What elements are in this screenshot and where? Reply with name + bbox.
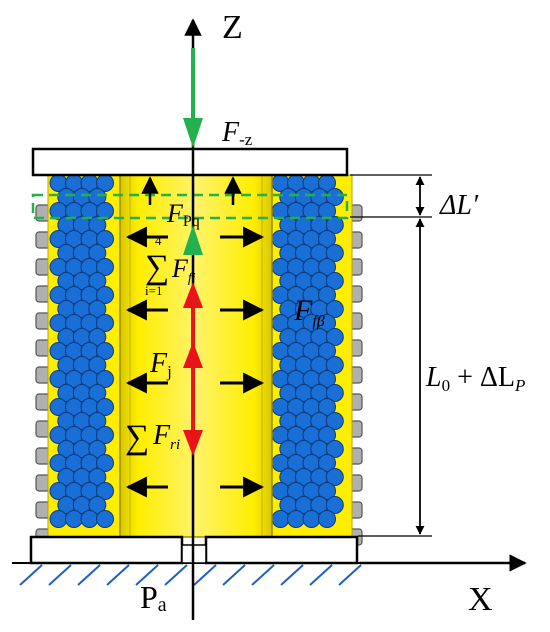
particle xyxy=(96,342,114,360)
particle xyxy=(96,230,114,248)
f-fbeta-label: Ffβ xyxy=(293,294,325,330)
f-ri-label: Fri xyxy=(152,420,180,453)
particle xyxy=(318,454,336,472)
particle xyxy=(65,510,83,528)
radial-pressure-arrows xyxy=(125,226,265,498)
delta-l-prime-label: ΔL′ xyxy=(439,190,479,221)
particle xyxy=(325,216,344,234)
particle xyxy=(318,286,336,304)
particle xyxy=(49,510,68,528)
particle xyxy=(88,244,107,262)
red-arrowhead-up-1 xyxy=(183,282,203,308)
particle xyxy=(325,272,344,290)
length-label: L0 + ΔLP xyxy=(425,362,525,395)
particle xyxy=(88,272,107,290)
particle xyxy=(325,356,344,374)
particle xyxy=(325,468,344,486)
particle xyxy=(325,328,344,346)
hatch-line xyxy=(338,564,362,586)
sum-lower-index: i=1 xyxy=(145,283,162,298)
hatch-line xyxy=(193,564,217,586)
particle xyxy=(96,454,114,472)
red-arrowhead-up-2 xyxy=(183,342,203,368)
particle xyxy=(318,510,336,528)
force-top-label: F-z xyxy=(221,117,253,149)
f-fi-label: Ffi xyxy=(171,254,196,286)
top-plate xyxy=(31,147,349,177)
sum-upper-index: 4 xyxy=(155,233,162,248)
hatch-line xyxy=(48,564,72,586)
sum-sign-fi: ∑ xyxy=(145,249,169,286)
particle xyxy=(96,398,114,416)
hatch-line xyxy=(77,564,101,586)
particle xyxy=(96,202,114,220)
particle xyxy=(325,440,344,458)
particle xyxy=(325,244,344,262)
particle xyxy=(318,342,336,360)
particle xyxy=(88,328,107,346)
particle xyxy=(325,188,344,206)
particle xyxy=(88,188,107,206)
particle xyxy=(88,356,107,374)
hatch-line xyxy=(164,564,188,586)
particle xyxy=(318,398,336,416)
particle xyxy=(96,314,114,332)
particle xyxy=(96,426,114,444)
bottom-plate-right xyxy=(204,535,359,565)
particles-right xyxy=(271,174,344,528)
particle xyxy=(88,384,107,402)
sum-sign-ri: ∑ xyxy=(125,419,149,456)
particle xyxy=(325,496,344,514)
p-a-label: Pa xyxy=(140,579,167,616)
particle xyxy=(318,426,336,444)
particle xyxy=(318,202,336,220)
displacement-region xyxy=(31,193,349,220)
particle xyxy=(88,440,107,458)
bottom-plate-left xyxy=(29,535,184,565)
particle xyxy=(88,468,107,486)
particles-left xyxy=(49,174,114,528)
particle xyxy=(80,510,99,528)
ground-hatch xyxy=(19,564,362,586)
particle xyxy=(96,510,114,528)
f-pq-arrowhead xyxy=(183,225,203,255)
particle xyxy=(88,300,107,318)
particle xyxy=(287,510,305,528)
hatch-line xyxy=(280,564,304,586)
particle xyxy=(96,258,114,276)
hatch-line xyxy=(222,564,246,586)
f-j-label: Fj xyxy=(149,348,172,381)
hatch-line xyxy=(309,564,333,586)
particle xyxy=(96,370,114,388)
axis-z-label: Z xyxy=(222,9,243,46)
particle xyxy=(318,370,336,388)
particle xyxy=(96,482,114,500)
hatch-line xyxy=(19,564,43,586)
hatch-line xyxy=(251,564,275,586)
hatch-line xyxy=(135,564,159,586)
particle xyxy=(88,412,107,430)
particle xyxy=(318,230,336,248)
particle xyxy=(88,496,107,514)
particle xyxy=(88,216,107,234)
particle xyxy=(325,300,344,318)
particle xyxy=(318,482,336,500)
red-arrowhead-down xyxy=(183,430,203,456)
force-top-arrowhead xyxy=(183,118,203,148)
hatch-line xyxy=(106,564,130,586)
particle xyxy=(271,510,290,528)
particle xyxy=(96,286,114,304)
particle xyxy=(302,510,321,528)
particle xyxy=(325,384,344,402)
axis-x-label: X xyxy=(468,581,493,618)
f-pq-label: FPq xyxy=(166,199,200,230)
particle xyxy=(325,412,344,430)
particle xyxy=(318,314,336,332)
particle xyxy=(318,258,336,276)
